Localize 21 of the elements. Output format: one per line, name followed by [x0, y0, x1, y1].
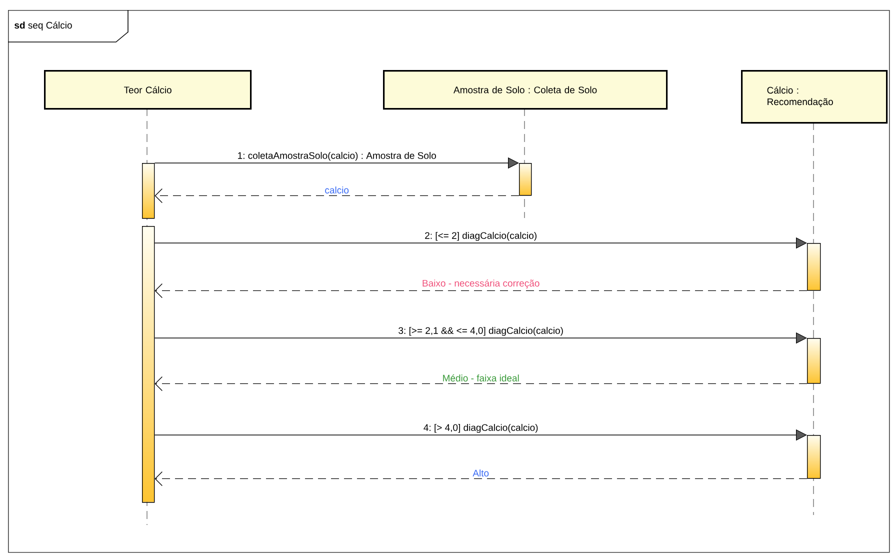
message-label: Baixo - necessária correção — [422, 280, 540, 288]
message-label: 3: [>= 2,1 && <= 4,0] diagCalcio(calcio) — [398, 326, 563, 336]
activation-bar — [142, 226, 155, 503]
activation-bar — [807, 435, 821, 479]
message-label: 2: [<= 2] diagCalcio(calcio) — [425, 232, 536, 241]
message-label: 1: coletaAmostraSolo(calcio) : Amostra de Solo — [238, 152, 436, 161]
message-arrow — [154, 376, 808, 392]
message-arrow — [154, 283, 808, 298]
activation-bar — [142, 163, 155, 219]
message-label: Alto — [472, 470, 489, 476]
lifeline-head: Cálcio : Recomendação — [741, 70, 888, 124]
message-arrow — [154, 471, 808, 486]
message-label: Médio - faixa ideal — [443, 374, 519, 382]
activation-bar — [807, 243, 821, 291]
lifeline-head: Amostra de Solo : Coleta de Solo — [383, 70, 668, 110]
message-arrow — [154, 188, 520, 204]
message-label: 4: [> 4,0] diagCalcio(calcio) — [424, 424, 538, 433]
activation-bar — [519, 163, 532, 196]
activation-bar — [807, 338, 821, 384]
message-label: calcio — [325, 186, 349, 194]
lifeline-head: Teor Cálcio — [44, 70, 252, 110]
